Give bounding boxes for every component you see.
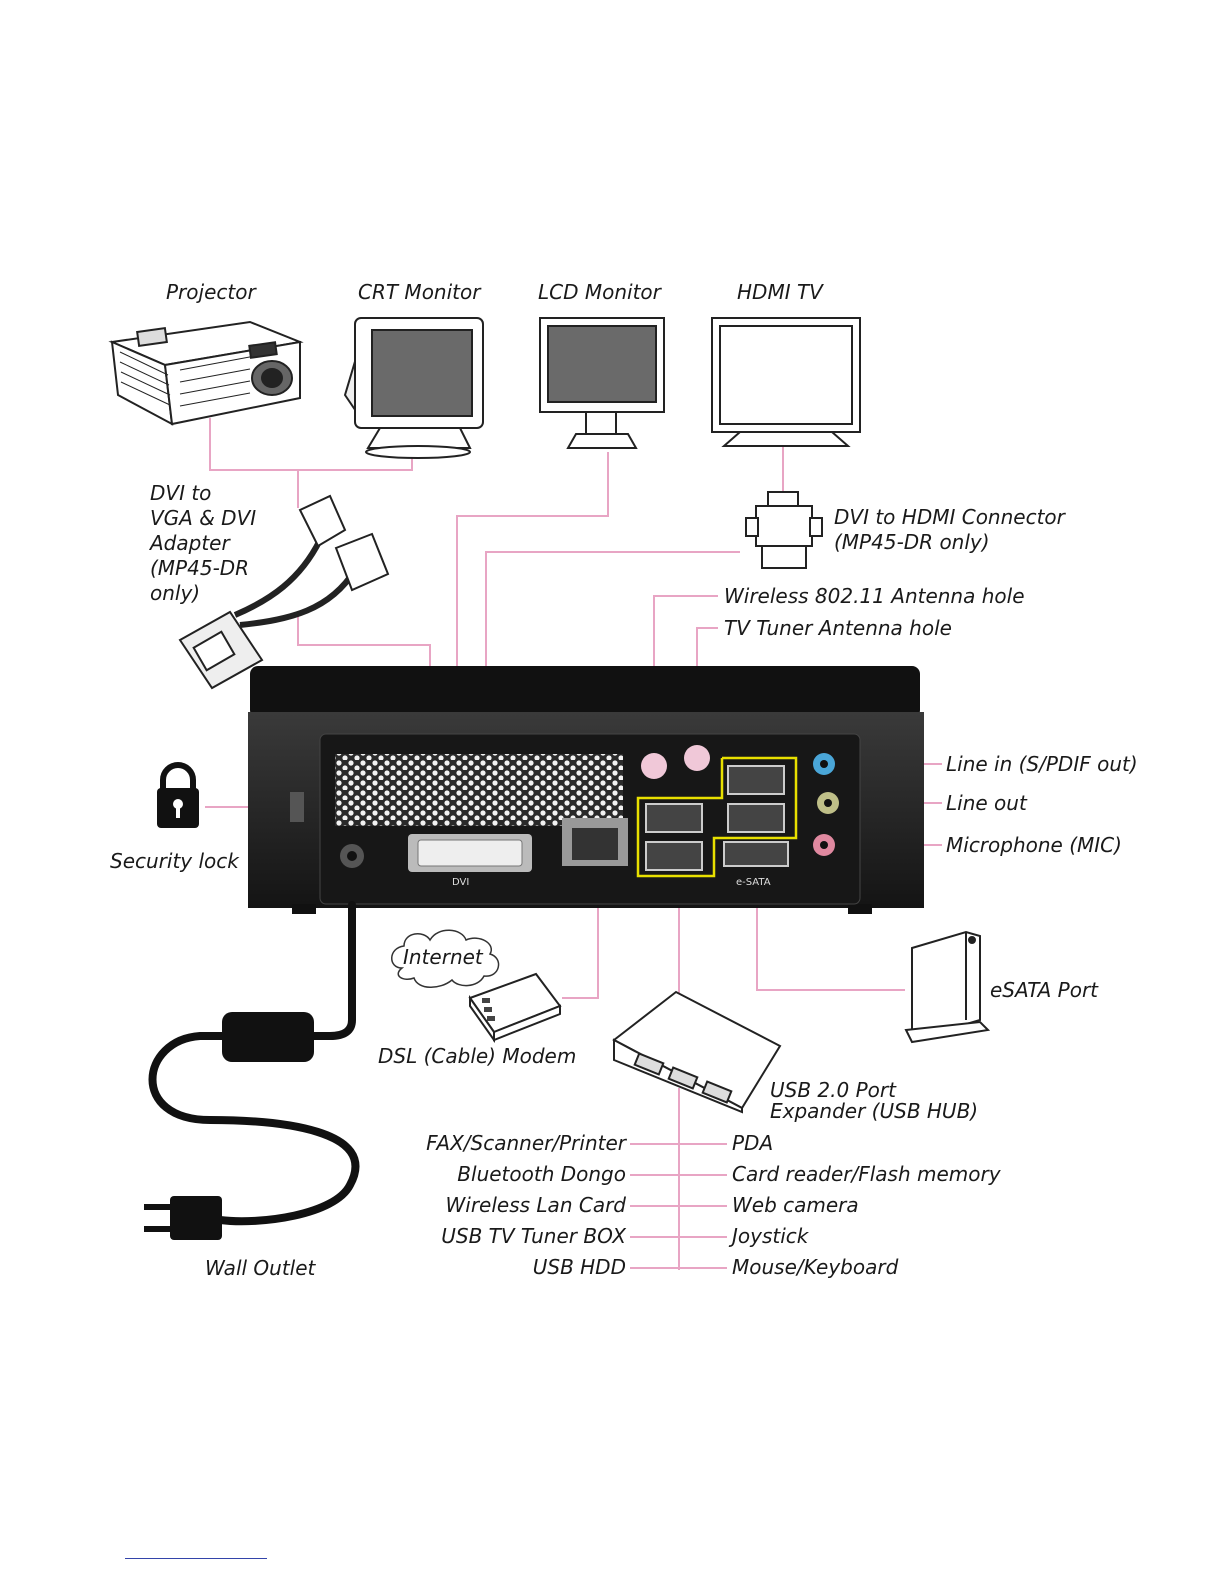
usb-device-right-3: Web camera bbox=[732, 1193, 859, 1217]
usb-group-outline bbox=[636, 756, 798, 878]
usb-hub-illustration bbox=[612, 990, 782, 1114]
label-microphone: Microphone (MIC) bbox=[946, 833, 1122, 857]
label-dvi-hdmi-connector: DVI to HDMI Connector (MP45-DR only) bbox=[834, 505, 1065, 554]
label-usb-hub: USB 2.0 Port Expander (USB HUB) bbox=[770, 1078, 979, 1123]
label-dvi-port: DVI bbox=[452, 877, 470, 888]
footnote-rule bbox=[125, 1558, 267, 1559]
label-hdmi-tv: HDMI TV bbox=[737, 280, 823, 304]
power-cable bbox=[148, 901, 360, 1226]
esata-connector bbox=[723, 841, 789, 867]
label-projector: Projector bbox=[166, 280, 256, 304]
usb-device-right-1: PDA bbox=[732, 1131, 774, 1155]
label-tv-tuner-antenna: TV Tuner Antenna hole bbox=[724, 616, 952, 640]
label-internet: Internet bbox=[403, 945, 483, 969]
usb-device-left-5: USB HDD bbox=[532, 1255, 626, 1279]
label-wireless-antenna: Wireless 802.11 Antenna hole bbox=[724, 584, 1025, 608]
audio-jacks bbox=[813, 753, 839, 856]
crt-monitor-illustration bbox=[343, 317, 484, 459]
usb-device-right-4: Joystick bbox=[732, 1224, 809, 1248]
label-security-lock: Security lock bbox=[110, 849, 239, 873]
lan-port bbox=[562, 818, 628, 866]
label-line-in: Line in (S/PDIF out) bbox=[946, 752, 1138, 776]
label-crt-monitor: CRT Monitor bbox=[358, 280, 481, 304]
usb-device-left-4: USB TV Tuner BOX bbox=[441, 1224, 626, 1248]
usb-device-right-5: Mouse/Keyboard bbox=[732, 1255, 899, 1279]
label-esata-port: eSATA Port bbox=[990, 978, 1099, 1002]
label-esata-connector: e-SATA bbox=[736, 877, 771, 888]
lcd-monitor-illustration bbox=[539, 317, 665, 449]
dvi-hdmi-connector-illustration bbox=[745, 491, 823, 569]
label-line-out: Line out bbox=[946, 791, 1027, 815]
label-wall-outlet: Wall Outlet bbox=[205, 1256, 316, 1280]
usb-device-left-2: Bluetooth Dongo bbox=[457, 1162, 626, 1186]
usb-device-right-2: Card reader/Flash memory bbox=[732, 1162, 1001, 1186]
label-lcd-monitor: LCD Monitor bbox=[538, 280, 661, 304]
dsl-modem-illustration bbox=[468, 972, 562, 1044]
mini-pc-rear-panel bbox=[248, 666, 924, 914]
esata-drive-illustration bbox=[904, 930, 991, 1044]
label-dvi-vga-adapter: DVI to VGA & DVI Adapter (MP45-DR only) bbox=[150, 481, 257, 605]
lock-icon bbox=[157, 762, 199, 828]
power-brick bbox=[222, 1012, 314, 1062]
dvi-vga-adapter-illustration bbox=[178, 494, 390, 690]
cloud-icon bbox=[391, 929, 500, 988]
wireless-antenna-hole bbox=[641, 753, 667, 779]
plug-icon bbox=[144, 1196, 222, 1240]
dvi-port bbox=[408, 834, 532, 872]
projector-illustration bbox=[108, 320, 304, 426]
usb-device-left-3: Wireless Lan Card bbox=[445, 1193, 627, 1217]
label-dsl-modem: DSL (Cable) Modem bbox=[378, 1044, 577, 1068]
usb-device-left-1: FAX/Scanner/Printer bbox=[426, 1131, 626, 1155]
usb-ports bbox=[645, 765, 785, 871]
hdmi-tv-illustration bbox=[711, 317, 861, 447]
tv-tuner-antenna-hole bbox=[684, 745, 710, 771]
